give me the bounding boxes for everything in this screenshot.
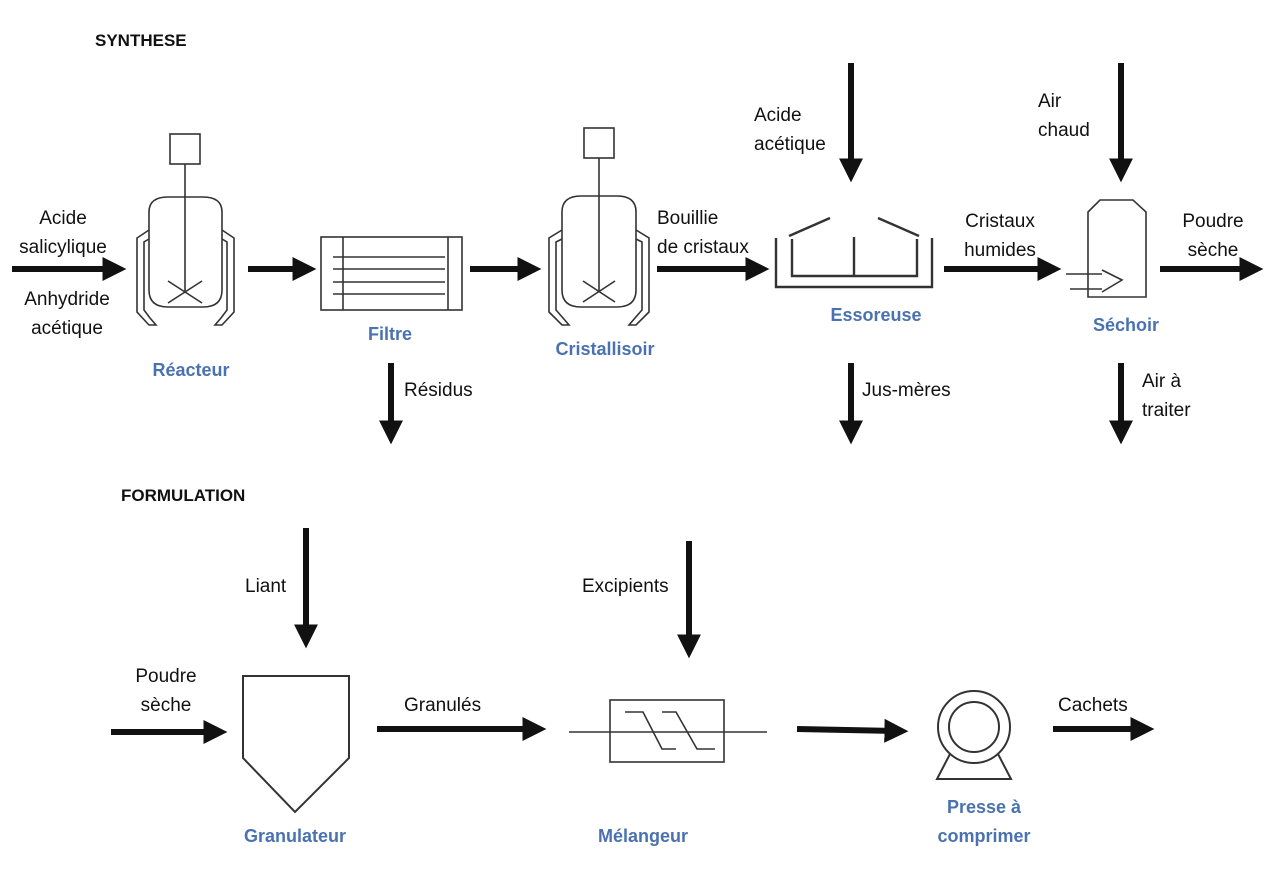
stream-cristaux-line1: Cristaux xyxy=(965,211,1035,232)
stream-bouillie-cristaux: Bouillie de cristaux xyxy=(657,204,787,262)
presse-icon xyxy=(935,690,1013,780)
stream-air-traiter-line2: traiter xyxy=(1142,400,1191,421)
stream-anhydride-line1: Anhydride xyxy=(24,289,110,310)
stream-poudre-line2: sèche xyxy=(1187,240,1239,261)
stream-poudre-in-line2: sèche xyxy=(140,695,192,716)
label-reacteur: Réacteur xyxy=(152,360,230,380)
stream-bouillie-line2: de cristaux xyxy=(657,237,749,258)
stream-acide-acetique-line2: acétique xyxy=(754,134,826,155)
section-title-formulation: FORMULATION xyxy=(121,486,246,505)
stream-residus: Résidus xyxy=(404,380,473,401)
stream-acide-acetique: Acide acétique xyxy=(754,101,864,159)
stream-air-chaud: Air chaud xyxy=(1038,87,1118,145)
stream-anhydride-acetique: Anhydride acétique xyxy=(2,285,132,343)
stream-liant: Liant xyxy=(245,576,287,597)
label-presse-line1: Presse à xyxy=(946,797,1022,817)
label-filtre: Filtre xyxy=(367,324,412,344)
granulateur-icon xyxy=(242,675,350,814)
stream-acide-acetique-line1: Acide xyxy=(754,105,802,126)
stream-anhydride-line2: acétique xyxy=(31,318,103,339)
stream-acide-salicylique-line2: salicylique xyxy=(19,237,107,258)
reacteur-icon xyxy=(136,133,235,326)
label-presse-line2: comprimer xyxy=(937,826,1031,846)
stream-jus-meres: Jus-mères xyxy=(862,380,951,401)
stream-cristaux-line2: humides xyxy=(964,240,1036,261)
label-sechoir: Séchoir xyxy=(1092,315,1160,335)
filtre-icon xyxy=(320,236,463,311)
label-presse: Presse à comprimer xyxy=(904,793,1064,851)
label-essoreuse: Essoreuse xyxy=(830,305,922,325)
stream-air-chaud-line2: chaud xyxy=(1038,120,1090,141)
sechoir-icon xyxy=(1066,199,1147,298)
label-cristallisoir: Cristallisoir xyxy=(555,339,655,359)
stream-air-a-traiter: Air à traiter xyxy=(1142,367,1232,425)
cristallisoir-icon xyxy=(548,127,650,326)
stream-bouillie-line1: Bouillie xyxy=(657,208,719,229)
stream-poudre-line1: Poudre xyxy=(1182,211,1244,232)
label-melangeur: Mélangeur xyxy=(597,826,689,846)
label-granulateur: Granulateur xyxy=(243,826,347,846)
stream-acide-salicylique: Acide salicylique xyxy=(2,204,124,262)
stream-air-chaud-line1: Air xyxy=(1038,91,1062,112)
melangeur-icon xyxy=(569,699,767,763)
stream-air-traiter-line1: Air à xyxy=(1142,371,1182,392)
stream-acide-salicylique-line1: Acide xyxy=(39,208,87,229)
section-title-synthese: SYNTHESE xyxy=(95,31,187,50)
stream-excipients: Excipients xyxy=(582,576,669,597)
stream-poudre-seche-out: Poudre sèche xyxy=(1160,207,1266,265)
arrow-melangeur-presse xyxy=(796,718,909,743)
stream-poudre-seche-in: Poudre sèche xyxy=(118,662,214,720)
stream-poudre-in-line1: Poudre xyxy=(135,666,197,687)
essoreuse-icon xyxy=(774,216,934,289)
stream-granules: Granulés xyxy=(404,695,482,716)
stream-cachets: Cachets xyxy=(1058,695,1128,716)
stream-cristaux-humides: Cristaux humides xyxy=(945,207,1055,265)
